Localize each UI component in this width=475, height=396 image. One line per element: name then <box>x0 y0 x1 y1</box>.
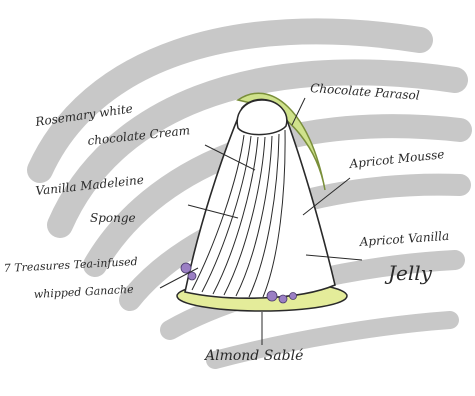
rosemary-cream-dome <box>237 100 287 135</box>
ganache-dot <box>188 272 196 280</box>
ganache-dot <box>279 295 287 303</box>
label-apricot-mousse: Apricot Mousse <box>348 147 445 171</box>
label-almond-sable: Almond Sablé <box>203 348 303 364</box>
ganache-dot <box>181 263 191 273</box>
ganache-dot <box>290 293 297 300</box>
label-jelly-line1: Apricot Vanilla <box>358 229 449 249</box>
ganache-dot <box>267 291 277 301</box>
label-jelly-line2: Jelly <box>384 261 433 285</box>
label-treasures-line1: 7 Treasures Tea-infused <box>3 255 138 275</box>
label-vanilla-line2: Sponge <box>90 211 136 225</box>
